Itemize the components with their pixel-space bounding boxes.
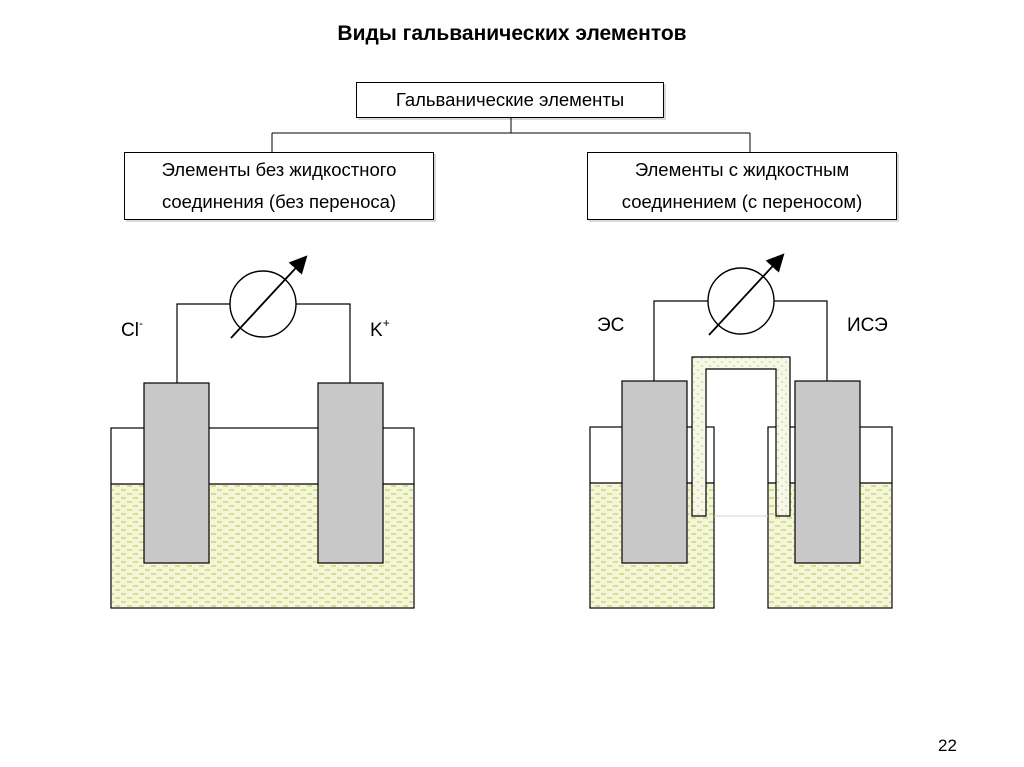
- cell-without-transfer: [110, 255, 415, 609]
- slide-title: Виды гальванических элементов: [337, 22, 687, 45]
- electrode-left: [143, 382, 210, 564]
- salt-bridge: [691, 356, 791, 517]
- wire-left: [653, 300, 708, 381]
- electrode-right: [794, 380, 861, 564]
- tree-left-line1: Элементы без жидкостного: [161, 159, 397, 180]
- label-chloride-charge: -: [138, 316, 143, 330]
- label-chloride-base: Cl: [121, 320, 139, 341]
- cell-with-transfer: [589, 253, 893, 609]
- label-potassium: K+: [370, 316, 390, 342]
- electrode-right: [317, 382, 384, 564]
- label-reference-electrode: ЭС: [597, 315, 625, 336]
- wire-left: [176, 303, 230, 383]
- electrode-left: [621, 380, 688, 564]
- label-chloride: Cl-: [121, 316, 143, 342]
- tree-left-box: Элементы без жидкостного соединения (без…: [124, 152, 434, 220]
- tree-right-line2: соединением (с переносом): [621, 191, 863, 212]
- label-potassium-charge: +: [382, 316, 390, 330]
- label-potassium-base: K: [370, 320, 383, 341]
- tree-root-label: Гальванические элементы: [395, 89, 625, 110]
- galvanometer-needle-icon: [230, 255, 308, 339]
- tree-right-box: Элементы с жидкостным соединением (с пер…: [587, 152, 897, 220]
- galvanometer-needle-icon: [708, 253, 785, 336]
- tree-connectors: [271, 117, 751, 152]
- tree-root-box: Гальванические элементы: [356, 82, 664, 118]
- label-ion-selective-electrode: ИСЭ: [847, 315, 888, 336]
- tree-left-line2: соединения (без переноса): [161, 191, 397, 212]
- wire-right: [296, 303, 351, 383]
- tree-right-line1: Элементы с жидкостным: [634, 159, 850, 180]
- wire-right: [773, 300, 828, 381]
- page-number: 22: [938, 736, 957, 755]
